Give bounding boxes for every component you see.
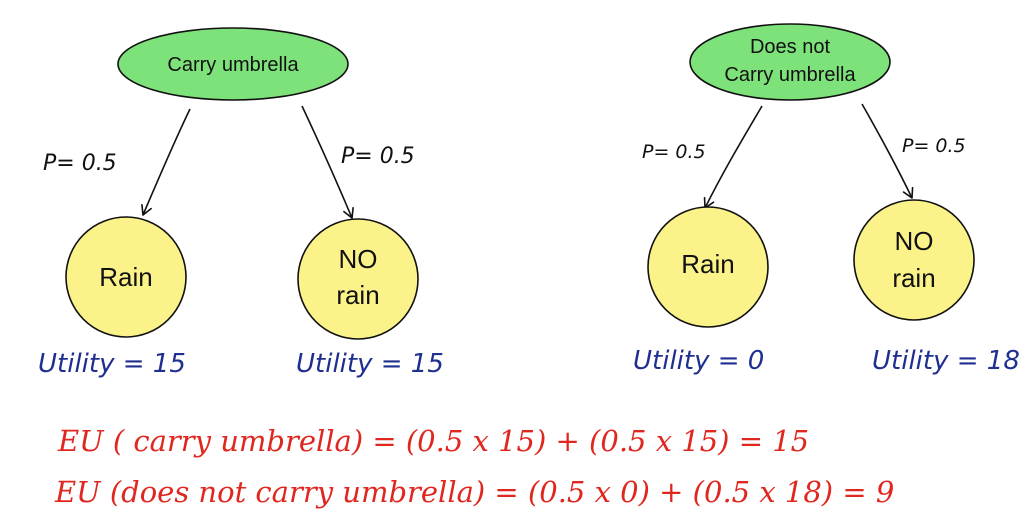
probability-label-left: P= 0.5 bbox=[642, 141, 706, 163]
eu-carry-umbrella: EU ( carry umbrella) = (0.5 x 15) + (0.5… bbox=[57, 424, 809, 458]
decision-node-carry-umbrella bbox=[117, 27, 349, 101]
decision-node-label-line1: Does not bbox=[750, 36, 830, 58]
probability-label-right: P= 0.5 bbox=[341, 144, 415, 169]
branch-arrow-right bbox=[861, 103, 914, 199]
chance-node-label-line1: NO bbox=[895, 226, 934, 256]
utility-label-no-rain: Utility = 18 bbox=[872, 346, 1020, 376]
branch-arrow-right bbox=[301, 105, 354, 219]
decision-node-does-not-carry-umbrella bbox=[689, 23, 891, 101]
utility-label-rain: Utility = 0 bbox=[633, 346, 764, 376]
chance-node-label: Rain bbox=[681, 249, 734, 279]
probability-label-right: P= 0.5 bbox=[902, 135, 966, 157]
decision-node-label-line2: Carry umbrella bbox=[724, 64, 856, 86]
branch-arrow-left bbox=[141, 108, 191, 216]
branch-arrow-left bbox=[703, 105, 763, 209]
chance-node-no-rain bbox=[853, 199, 975, 321]
utility-label-rain: Utility = 15 bbox=[38, 349, 186, 379]
expected-utility-calculations: EU ( carry umbrella) = (0.5 x 15) + (0.5… bbox=[54, 424, 894, 509]
chance-node-rain bbox=[647, 206, 769, 328]
chance-node-rain bbox=[65, 216, 187, 338]
chance-node-label: Rain bbox=[99, 262, 152, 292]
chance-node-label-line1: NO bbox=[339, 244, 378, 274]
chance-node-label-line2: rain bbox=[892, 263, 935, 293]
utility-label-no-rain: Utility = 15 bbox=[296, 349, 444, 379]
left-tree: Carry umbrella P= 0.5 P= 0.5 Rain NO rai… bbox=[38, 27, 444, 379]
right-tree: Does not Carry umbrella P= 0.5 P= 0.5 Ra… bbox=[633, 23, 1020, 376]
decision-node-label: Carry umbrella bbox=[167, 54, 299, 76]
probability-label-left: P= 0.5 bbox=[43, 151, 117, 176]
chance-node-label-line2: rain bbox=[336, 280, 379, 310]
eu-does-not-carry-umbrella: EU (does not carry umbrella) = (0.5 x 0)… bbox=[54, 475, 894, 509]
chance-node-no-rain bbox=[297, 218, 419, 340]
